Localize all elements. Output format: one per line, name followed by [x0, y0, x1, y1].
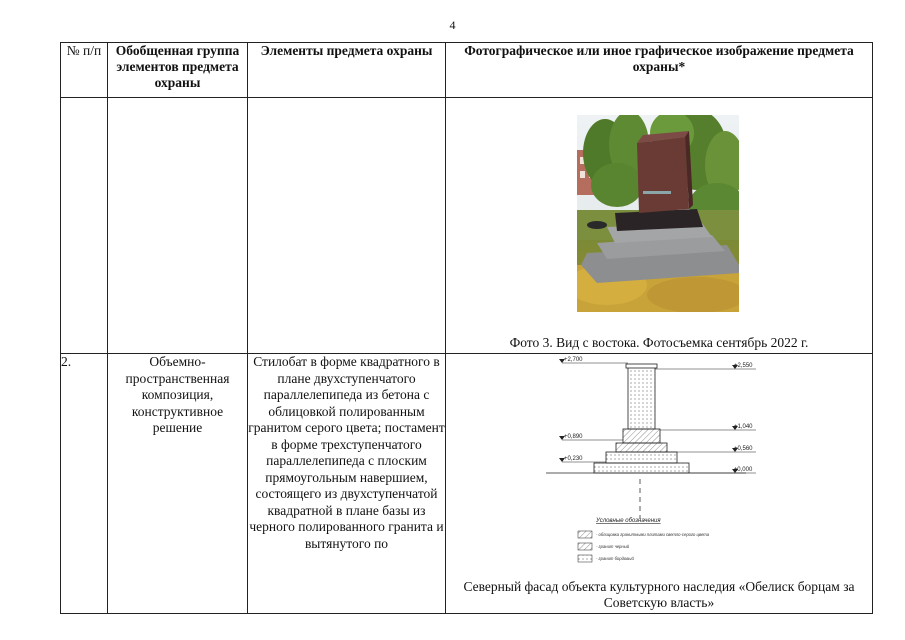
protection-subject-table: № п/п Обобщенная группа элементов предме… [60, 42, 873, 614]
level-label: ±0,000 [734, 467, 753, 473]
facade-drawing: +2,700 +2,550 +1,040 +0,890 +0,560 +0,23… [546, 357, 756, 563]
drawing-caption: Северный фасад объекта культурного насле… [463, 579, 855, 610]
row2-elements: Стилобат в форме квадратного в плане дву… [247, 353, 446, 614]
header-group: Обобщенная группа элементов предмета охр… [107, 42, 248, 98]
legend-item: - гранит бордовый [596, 556, 634, 561]
row2-number: 2. [60, 353, 108, 614]
legend-item: - гранит черный [596, 544, 630, 549]
row1-number-cell [60, 97, 108, 354]
legend-swatch-light-grey [577, 530, 593, 539]
page-number: 4 [449, 18, 456, 32]
row1-group-cell [107, 97, 248, 354]
header-number: № п/п [60, 42, 108, 98]
header-elements: Элементы предмета охраны [247, 42, 446, 98]
legend-swatch-black [577, 542, 593, 551]
level-label: +0,230 [564, 456, 583, 462]
row2-group: Объемно-пространственная композиция, кон… [107, 353, 248, 614]
row1-elements-cell [247, 97, 446, 354]
monument-photo [577, 115, 739, 312]
level-label: +2,550 [734, 363, 753, 369]
photo-caption: Фото 3. Вид с востока. Фотосъемка сентяб… [509, 335, 809, 350]
legend-swatch-bordeaux [577, 554, 593, 563]
table-row: Фото 3. Вид с востока. Фотосъемка сентяб… [60, 97, 873, 354]
level-label: +0,560 [734, 446, 753, 452]
legend-item: - облицовка гранитными плитами светло-се… [596, 532, 710, 537]
row2-drawing-cell: +2,700 +2,550 +1,040 +0,890 +0,560 +0,23… [445, 353, 873, 614]
legend-title: Условные обозначения [595, 518, 661, 524]
table-header-row: № п/п Обобщенная группа элементов предме… [60, 42, 873, 98]
level-label: +1,040 [734, 424, 753, 430]
level-label: +0,890 [564, 434, 583, 440]
monument-photo-image [577, 115, 739, 312]
row1-photo-cell: Фото 3. Вид с востока. Фотосъемка сентяб… [445, 97, 873, 354]
level-label: +2,700 [564, 357, 583, 363]
table-row: 2. Объемно-пространственная композиция, … [60, 353, 873, 614]
header-image: Фотографическое или иное графическое изо… [445, 42, 873, 98]
